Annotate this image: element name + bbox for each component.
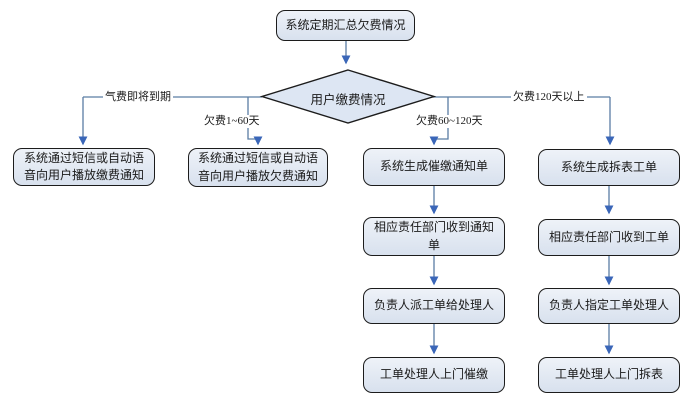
node-handler-visits-to-remove-meter: 工单处理人上门拆表: [538, 357, 680, 393]
node-handler-visits-to-collect: 工单处理人上门催缴: [363, 357, 505, 393]
node-designate-order-handler: 负责人指定工单处理人: [538, 288, 680, 324]
branch-condition-gas-fee-due: 气费即将到期: [103, 91, 173, 104]
decision-diamond-shape: [259, 69, 437, 124]
decision-node-label: 用户缴费情况: [310, 93, 386, 107]
branch-condition-arrears-1-60: 欠费1~60天: [202, 115, 262, 128]
node-sms-arrears-notice: 系统通过短信或自动语音向用户播放欠费通知: [188, 148, 328, 187]
node-generate-meter-removal-order: 系统生成拆表工单: [538, 149, 680, 186]
node-generate-collection-notice: 系统生成催缴通知单: [363, 148, 505, 186]
node-department-receives-notice: 相应责任部门收到通知单: [363, 217, 505, 256]
node-assign-work-order-to-handler: 负责人派工单给处理人: [363, 288, 505, 324]
node-sms-payment-notice: 系统通过短信或自动语音向用户播放缴费通知: [13, 148, 155, 186]
branch-condition-arrears-over-120: 欠费120天以上: [511, 91, 587, 104]
branch-condition-arrears-60-120: 欠费60~120天: [414, 115, 485, 128]
start-node: 系统定期汇总欠费情况: [276, 10, 415, 41]
node-department-receives-order: 相应责任部门收到工单: [538, 219, 680, 256]
